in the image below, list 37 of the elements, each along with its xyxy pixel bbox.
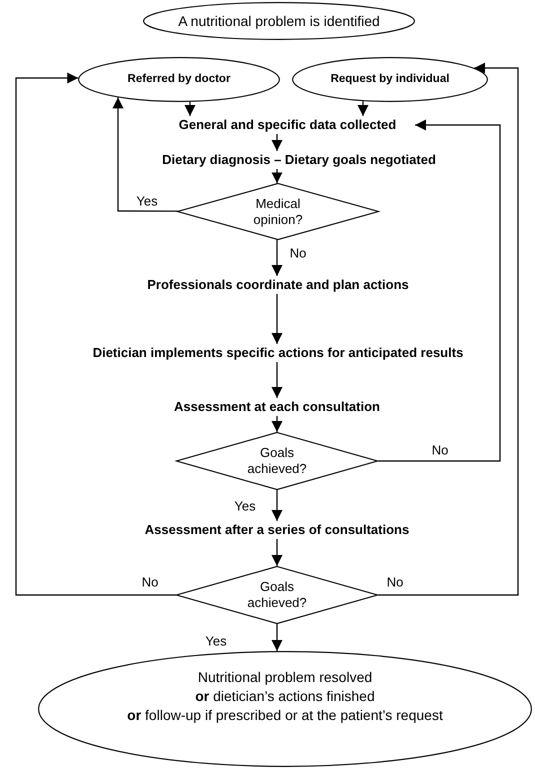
edge-label: Yes [136,194,158,208]
step-text: Dietary diagnosis – Dietary goals negotiated [138,151,460,169]
step-text: Assessment after a series of consultations [130,521,424,539]
arrow [272,134,282,151]
arrow [358,101,368,116]
ellipse-text: or follow-up if prescribed or at the patient’s request [127,706,443,724]
arrow [272,416,282,432]
edge-label: Yes [234,498,256,514]
ellipse-text: Request by individual [330,72,450,87]
edge-label: Yes [205,634,227,648]
step-text: Assessment at each consultation [150,398,404,416]
arrow [272,294,282,344]
step-text: Professionals coordinate and plan actions [122,276,434,294]
ellipse-text: or dietician’s actions finished [195,686,375,706]
arrow [272,169,282,184]
decision-text: Medical opinion? [252,196,304,228]
arrow [378,62,519,596]
arrow [272,539,282,566]
arrow [272,490,282,521]
edge-label: No [142,574,158,590]
edge-label: No [386,574,404,590]
decision-text: Goals achieved? [246,445,308,477]
arrow [272,624,282,652]
edge-label: No [432,442,448,458]
ellipse-text: Nutritional problem resolved [198,668,372,686]
step-text: Dietician implements specific actions for anticipated results [24,344,532,362]
arrow [15,72,176,596]
arrow [378,120,501,462]
decision-text: Goals achieved? [246,579,308,611]
ellipse-text: A nutritional problem is identified [178,12,380,30]
ellipse-text: Referred by doctor [128,72,230,87]
arrow [272,362,282,398]
arrow [112,97,178,212]
step-text: General and specific data collected [160,116,415,134]
arrow [272,240,282,276]
edge-label: No [290,246,306,260]
arrow [184,102,196,116]
